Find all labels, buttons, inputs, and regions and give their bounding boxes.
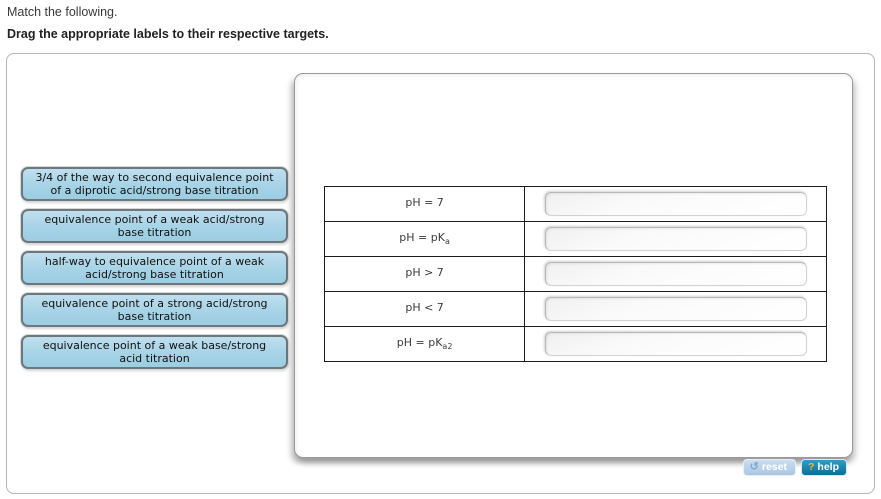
matching-activity-area: 3/4 of the way to second equivalence poi… — [6, 53, 875, 494]
drag-label-diprotic-second-equivalence[interactable]: 3/4 of the way to second equivalence poi… — [21, 167, 288, 201]
drop-target[interactable] — [544, 227, 807, 251]
ph-condition-text: pH = pK — [396, 336, 443, 350]
drop-target[interactable] — [544, 332, 807, 356]
ph-condition-cell: pH = 7 — [323, 186, 526, 222]
drop-panel: pH = 7 pH = pKa pH > 7 pH < 7 pH = pKa2 — [294, 73, 853, 458]
drag-labels-bank: 3/4 of the way to second equivalence poi… — [21, 167, 288, 377]
ph-condition-cell: pH > 7 — [323, 256, 526, 292]
table-row: pH = pKa2 — [323, 326, 827, 362]
reset-circular-arrow-icon: ↺ — [749, 461, 759, 473]
table-row: pH = pKa — [323, 221, 827, 257]
ph-condition-subscript: a — [444, 237, 450, 247]
target-cell — [524, 291, 827, 327]
reset-button[interactable]: ↺ reset — [742, 459, 796, 476]
table-row: pH < 7 — [323, 291, 827, 327]
help-button[interactable]: ? help — [800, 459, 847, 476]
drag-instruction: Drag the appropriate labels to their res… — [7, 27, 329, 41]
match-table: pH = 7 pH = pKa pH > 7 pH < 7 pH = pKa2 — [323, 186, 827, 362]
target-cell — [524, 186, 827, 222]
drop-target[interactable] — [544, 262, 807, 286]
target-cell — [524, 256, 827, 292]
ph-condition-text: pH > 7 — [405, 266, 444, 280]
drag-label-weak-base-equivalence[interactable]: equivalence point of a weak base/strong … — [21, 335, 288, 369]
table-row: pH = 7 — [323, 186, 827, 222]
drop-target[interactable] — [544, 192, 807, 216]
ph-condition-text: pH = 7 — [405, 196, 444, 210]
ph-condition-subscript: a2 — [442, 342, 453, 352]
target-cell — [524, 221, 827, 257]
ph-condition-text: pH < 7 — [405, 301, 444, 315]
ph-condition-cell: pH = pKa2 — [323, 326, 526, 362]
ph-condition-cell: pH = pKa — [323, 221, 526, 257]
table-row: pH > 7 — [323, 256, 827, 292]
reset-button-label: reset — [761, 461, 787, 473]
drag-label-strong-acid-equivalence[interactable]: equivalence point of a strong acid/stron… — [21, 293, 288, 327]
question-mark-icon: ? — [807, 461, 815, 473]
question-prompt: Match the following. — [7, 5, 118, 19]
ph-condition-cell: pH < 7 — [323, 291, 526, 327]
drag-label-weak-acid-equivalence[interactable]: equivalence point of a weak acid/strong … — [21, 209, 288, 243]
drop-target[interactable] — [544, 297, 807, 321]
activity-controls: ↺ reset ? help — [742, 459, 847, 476]
help-button-label: help — [817, 461, 839, 473]
drag-label-halfway-weak-acid[interactable]: half-way to equivalence point of a weak … — [21, 251, 288, 285]
target-cell — [524, 326, 827, 362]
ph-condition-text: pH = pK — [399, 231, 445, 245]
